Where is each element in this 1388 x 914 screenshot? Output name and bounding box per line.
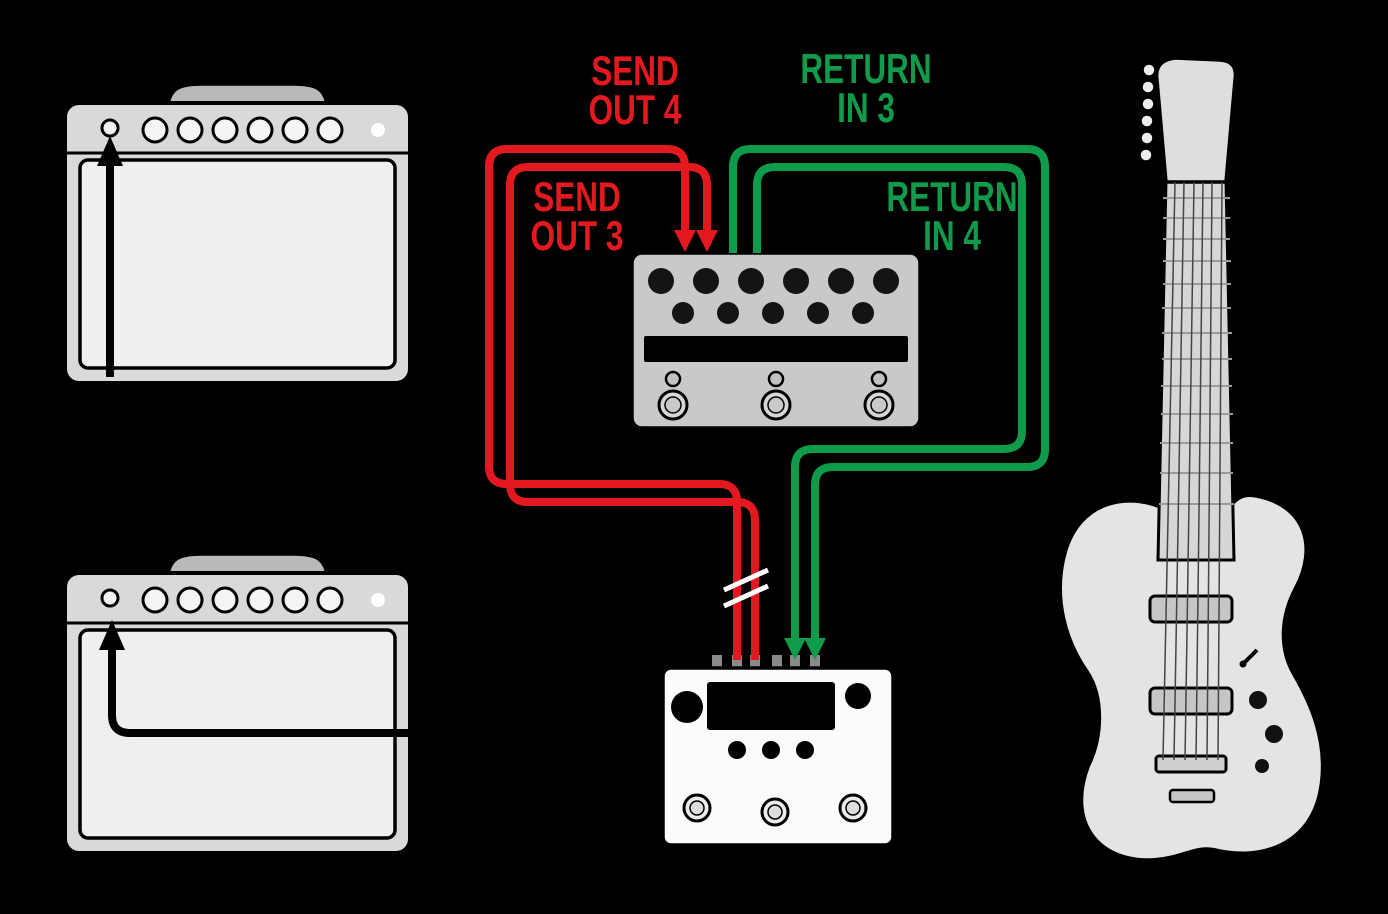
send-out-3-arrowhead xyxy=(696,230,718,252)
send-out-3-cable xyxy=(506,163,759,660)
bridge xyxy=(1154,754,1228,774)
label-line: OUT 4 xyxy=(588,85,682,133)
arrow-up-icon xyxy=(99,620,125,650)
amp-input-cable-top xyxy=(97,136,123,377)
neck-pickup xyxy=(1148,594,1234,624)
amp-input-cable-bottom xyxy=(99,620,415,737)
label-line: RETURN xyxy=(800,45,932,92)
label-line: SEND xyxy=(533,173,621,220)
label-send-out-4: SEND OUT 4 xyxy=(553,47,718,133)
arrow-up-icon xyxy=(97,136,123,166)
return-in-3-arrowhead xyxy=(804,638,826,660)
label-return-in-4: RETURN IN 4 xyxy=(870,173,1035,259)
tuner-pegs xyxy=(1138,62,1157,163)
label-line: SEND xyxy=(591,47,679,94)
switcher-controller xyxy=(661,653,895,847)
electric-guitar xyxy=(1058,56,1325,863)
label-line: IN 4 xyxy=(923,211,981,259)
cable-break-mark xyxy=(722,567,770,609)
label-line: OUT 3 xyxy=(530,211,624,259)
return-in-3-cable xyxy=(729,145,1049,660)
label-send-out-3: SEND OUT 3 xyxy=(495,173,660,259)
controller-display xyxy=(707,682,835,730)
label-line: IN 3 xyxy=(837,83,895,131)
amp-top-left xyxy=(63,82,412,394)
return-in-4-cable xyxy=(753,163,1026,660)
return-in-4-arrowhead xyxy=(784,638,806,660)
pedal-display xyxy=(644,336,908,362)
send-out-4-cable xyxy=(485,145,741,660)
amp-bottom-left xyxy=(63,552,412,864)
send-out-4-arrowhead xyxy=(674,230,696,252)
label-return-in-3: RETURN IN 3 xyxy=(784,45,949,131)
bridge-pickup xyxy=(1148,686,1234,716)
effects-pedal xyxy=(630,251,922,430)
label-line: RETURN xyxy=(886,173,1018,220)
